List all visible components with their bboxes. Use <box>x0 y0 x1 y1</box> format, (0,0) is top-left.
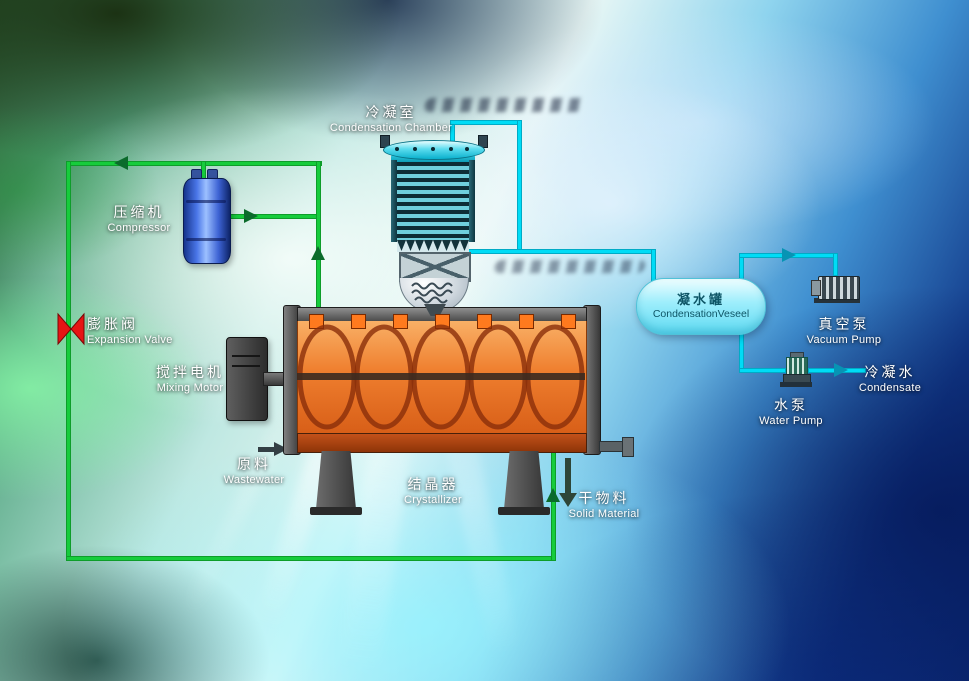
crystallizer-flange-tab <box>351 314 366 329</box>
flange-bolt <box>431 147 435 151</box>
vapor-pipe-vessel-inlet <box>651 249 656 282</box>
chamber-lattice-brace <box>399 252 471 282</box>
vessel-to-vacuum-riser <box>739 253 744 280</box>
compressor-top-pipe <box>201 161 206 183</box>
auger-screw-icon <box>297 324 585 430</box>
water-pump-label: 水泵 Water Pump <box>759 397 823 427</box>
compressor-side-pipe <box>228 214 321 219</box>
flange-bolt <box>465 147 469 151</box>
chamber-sawtooth <box>397 240 469 252</box>
condensation-chamber-label: 冷凝室 Condensation Chamber <box>329 104 453 134</box>
expansion-valve-label: 膨胀阀 Expansion Valve <box>87 316 173 346</box>
flange-bolt <box>395 147 399 151</box>
crystallizer-flange-tab <box>561 314 576 329</box>
refrigerant-pipe-riser-right <box>551 449 556 561</box>
compressor-band <box>186 238 226 241</box>
crystallizer-leg <box>504 451 544 509</box>
vacuum-pump-icon <box>818 276 860 300</box>
chamber-frame-post <box>469 160 475 242</box>
condensation-vessel: 凝水罐 CondensationVeseel <box>636 278 766 335</box>
crystallizer-leg <box>316 451 356 509</box>
flow-arrow-up-icon <box>311 246 325 260</box>
expansion-valve-icon <box>57 312 85 346</box>
vacuum-pump-cap <box>811 280 821 296</box>
vapor-pipe-chamber-top <box>450 120 455 148</box>
vacuum-pump-base <box>814 298 860 303</box>
wastewater-label: 原料 Wastewater <box>223 456 285 486</box>
motor-vent <box>232 365 260 367</box>
mixing-motor-label: 搅拌电机 Mixing Motor <box>156 364 224 394</box>
condensation-vessel-label-zh: 凝水罐 <box>676 292 725 307</box>
flange-bolt <box>449 147 453 151</box>
water-pump-base <box>780 382 812 387</box>
vapor-pipe-to-vessel <box>463 249 656 254</box>
chamber-frame-post <box>391 160 397 242</box>
blur-streak <box>493 260 647 273</box>
crystallizer-foot <box>310 507 362 515</box>
crystallizer-label: 结晶器 Crystallizer <box>404 476 462 506</box>
flow-arrow-left-icon <box>114 156 128 170</box>
vessel-drain-pipe <box>739 330 744 372</box>
refrigerant-pipe-riser-center <box>316 161 321 311</box>
refrigerant-pipe-bottom <box>66 556 556 561</box>
compressor-band <box>186 200 226 203</box>
discharge-chute-cap <box>622 437 634 457</box>
vapor-pipe-drop <box>517 120 522 254</box>
crystallizer-flange-tab <box>519 314 534 329</box>
condensate-label: 冷凝水 Condensate <box>858 364 922 394</box>
crystallizer-flange-tab <box>477 314 492 329</box>
compressor-label: 压缩机 Compressor <box>107 204 171 234</box>
vacuum-pump-inlet <box>833 253 838 276</box>
refrigerant-pipe-left <box>66 161 71 560</box>
water-pump-inlet-pipe <box>739 368 786 373</box>
refrigerant-pipe-top <box>66 161 322 166</box>
wastewater-arrow-shaft <box>258 447 274 452</box>
solid-material-arrow-icon <box>559 493 577 507</box>
flow-arrow-right-icon <box>244 209 258 223</box>
chamber-funnel <box>424 304 446 316</box>
chamber-cooling-fins <box>397 162 469 240</box>
condensation-vessel-label-en: CondensationVeseel <box>652 308 750 320</box>
solid-material-arrow-shaft <box>565 458 571 494</box>
flow-arrow-up-icon <box>546 488 560 502</box>
flange-bolt <box>413 147 417 151</box>
motor-vent <box>232 355 260 357</box>
vacuum-pump-label: 真空泵 Vacuum Pump <box>806 316 882 346</box>
steam-squiggles-icon <box>411 282 453 304</box>
flow-arrow-right-icon <box>834 363 848 377</box>
crystallizer-bottom-rail <box>297 433 587 453</box>
crystallizer-flange-tab <box>393 314 408 329</box>
crystallizer-foot <box>498 507 550 515</box>
vapor-pipe-top-run <box>450 120 522 125</box>
solid-material-label: 干物料 Solid Material <box>568 490 640 520</box>
flow-arrow-right-icon <box>782 248 796 262</box>
compressor-unit <box>183 178 231 264</box>
